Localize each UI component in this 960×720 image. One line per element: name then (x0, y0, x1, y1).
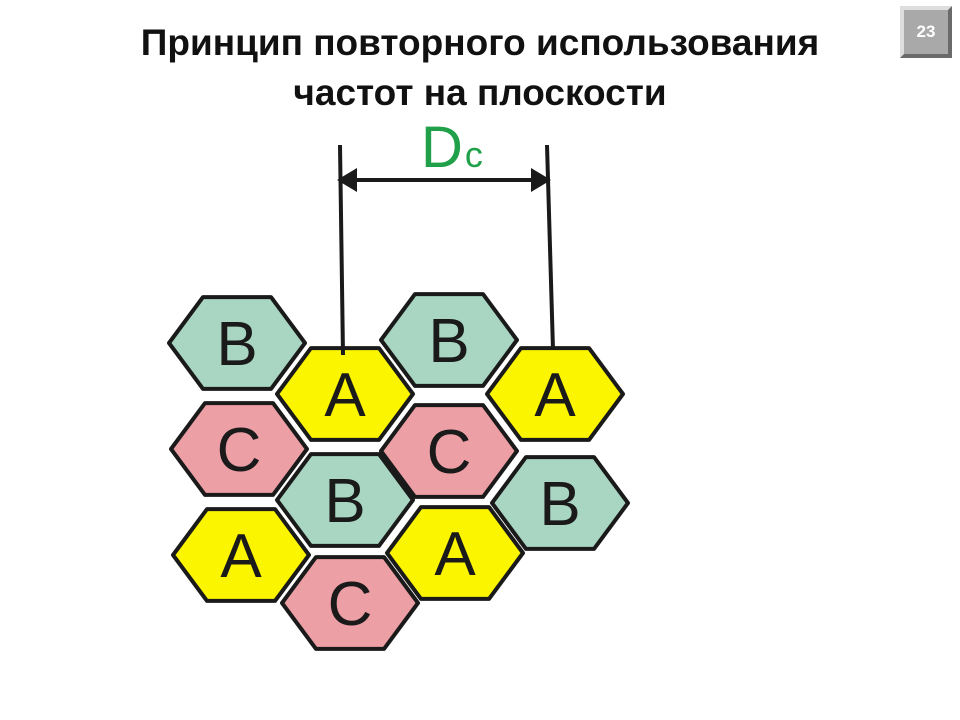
hex-cell-b: B (379, 292, 519, 388)
hex-cell-shape (275, 346, 415, 442)
reuse-distance-label-main: D (421, 115, 463, 180)
reuse-distance-label: Dc (421, 115, 483, 180)
hex-cell-label: B (216, 310, 257, 379)
hex-cell-shape (485, 346, 625, 442)
hex-cell-shape (379, 403, 519, 499)
hex-cell-shape (280, 555, 420, 651)
hex-cell-label: A (534, 361, 576, 430)
hex-cell-label: A (324, 361, 366, 430)
reuse-distance-left-line (338, 144, 345, 356)
hex-cell-label: B (324, 467, 365, 536)
hex-cell-label: C (328, 570, 373, 639)
slide-title-line-2: частот на плоскости (293, 72, 667, 113)
hex-cell-c: C (169, 401, 309, 497)
hex-cell-a: A (171, 507, 311, 603)
hex-cell-a: A (275, 346, 415, 442)
hex-cell-shape (275, 452, 415, 548)
slide-title: Принцип повторного использования частот … (40, 18, 920, 118)
hex-cell-shape (167, 295, 307, 391)
hex-cell-b: B (490, 455, 630, 551)
hex-cell-c: C (280, 555, 420, 651)
page-number-badge: 23 (900, 6, 952, 58)
hex-cell-a: A (485, 346, 625, 442)
hex-cell-label: B (428, 307, 469, 376)
reuse-distance-right-line (545, 144, 555, 351)
hex-cell-label: C (427, 418, 472, 487)
hex-cell-label: A (220, 522, 262, 591)
hex-cell-b: B (167, 295, 307, 391)
reuse-distance-left-arrowhead (337, 168, 357, 192)
hex-cell-label: A (434, 520, 476, 589)
hex-cell-label: C (217, 416, 262, 485)
hex-cell-shape (169, 401, 309, 497)
reuse-distance-marker: Dc (337, 115, 555, 356)
hex-cell-c: C (379, 403, 519, 499)
hex-cell-shape (171, 507, 311, 603)
hex-cell-label: B (539, 470, 580, 539)
hex-cell-shape (385, 505, 525, 601)
slide-title-line-1: Принцип повторного использования (140, 22, 820, 63)
reuse-distance-right-arrowhead (531, 168, 551, 192)
hex-cell-b: B (275, 452, 415, 548)
hex-cell-a: A (385, 505, 525, 601)
hex-cell-shape (490, 455, 630, 551)
hex-cell-shape (379, 292, 519, 388)
reuse-distance-label-sub: c (465, 134, 483, 175)
